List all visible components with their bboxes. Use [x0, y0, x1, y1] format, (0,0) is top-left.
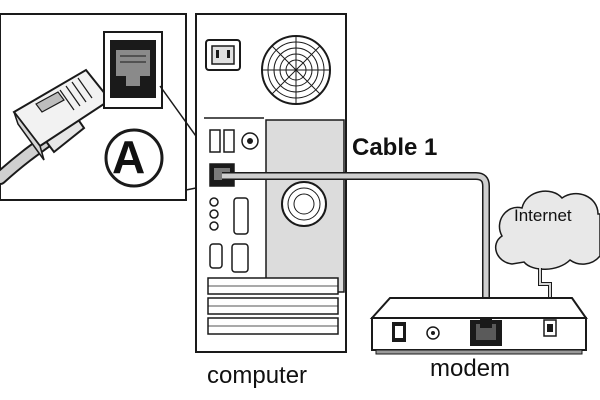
- modem-device: [369, 297, 588, 355]
- computer-label: computer: [207, 362, 308, 389]
- cable-label: Cable 1: [352, 134, 438, 161]
- modem-ethernet-port: [470, 318, 502, 346]
- power-socket-icon: [205, 39, 241, 71]
- cable-1: [222, 172, 490, 328]
- modem-label: modem: [430, 355, 511, 382]
- computer-tower: [195, 13, 347, 353]
- cloud-icon: [494, 190, 600, 270]
- internet-label: Internet: [514, 206, 572, 225]
- fan-grille-icon: [261, 35, 331, 105]
- callout-box: [0, 13, 217, 201]
- rear-fan-icon: [281, 181, 327, 227]
- ethernet-port-icon: [103, 31, 163, 109]
- callout-letter: A: [112, 131, 146, 183]
